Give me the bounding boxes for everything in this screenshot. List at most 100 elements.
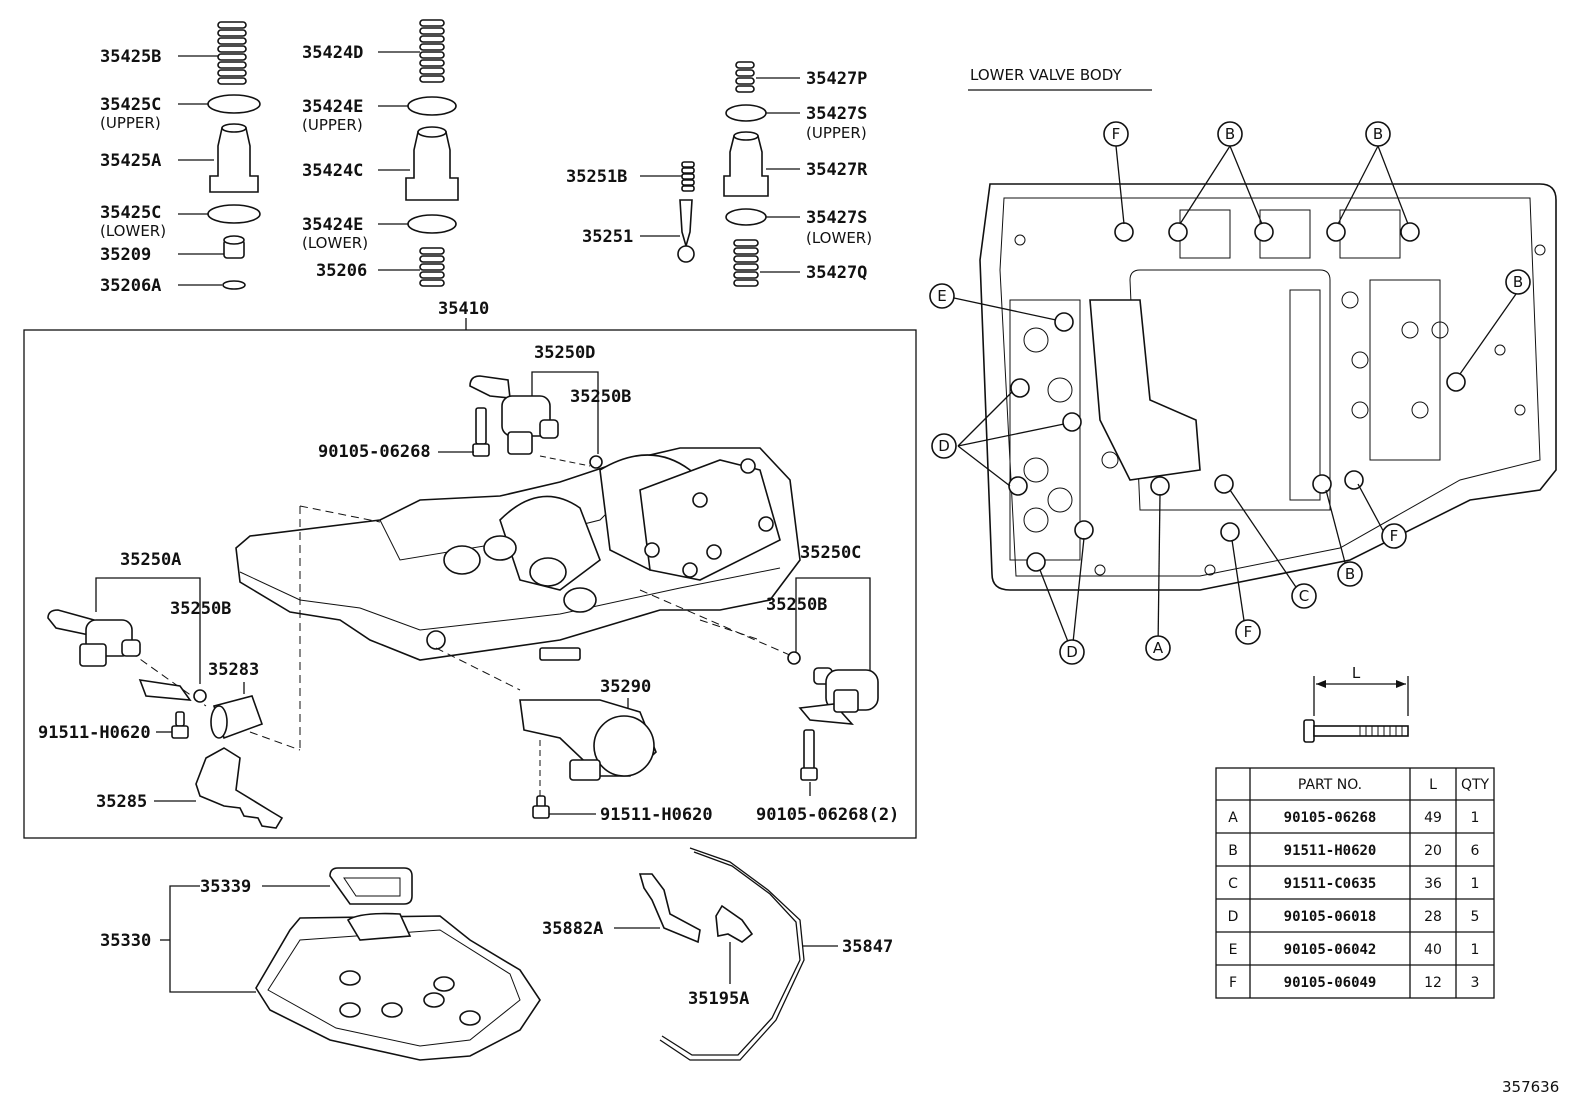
bolt-91511-H0620-b (532, 795, 550, 819)
svg-text:F: F (1112, 125, 1121, 143)
table-row: A 90105-06268 49 1 (1228, 810, 1479, 826)
bolt-table: PART NO. L QTY A 90105-06268 49 1 B 9151… (1215, 767, 1495, 999)
bracket-35285 (195, 747, 284, 829)
label-35339: 35339 (200, 877, 251, 897)
spring-35425B (217, 21, 247, 85)
table-row: C 91511-C0635 36 1 (1228, 876, 1479, 892)
label-35250B-a: 35250B (570, 387, 631, 407)
o-ring-35250B-a (589, 455, 603, 469)
sleeve-35424C (405, 126, 459, 201)
label-35427S-lower-sub: (LOWER) (806, 229, 872, 247)
label-91511-H0620-a: 91511-H0620 (38, 723, 151, 743)
svg-text:1: 1 (1471, 942, 1480, 958)
svg-text:F: F (1229, 975, 1237, 991)
svg-text:90105-06268: 90105-06268 (1284, 810, 1377, 826)
table-header-part-no: PART NO. (1298, 777, 1362, 793)
callout-B-2: B (1365, 121, 1391, 147)
sleeve-35427R (723, 131, 769, 197)
label-35425A: 35425A (100, 151, 161, 171)
svg-text:91511-C0635: 91511-C0635 (1284, 876, 1377, 892)
callout-B-4: B (1337, 561, 1363, 587)
label-91511-H0620-b: 91511-H0620 (600, 805, 713, 825)
o-ring-35424E-upper (407, 96, 457, 116)
label-35206: 35206 (316, 261, 367, 281)
label-35425C-lower-sub: (LOWER) (100, 222, 166, 240)
svg-text:B: B (1373, 125, 1383, 143)
svg-text:D: D (938, 437, 950, 455)
label-35847: 35847 (842, 937, 893, 957)
oil-strainer-35330 (255, 912, 541, 1061)
spring-35427Q (733, 239, 759, 287)
dimension-L-label: L (1352, 664, 1361, 682)
upper-valve-body (235, 447, 801, 661)
solenoid-35290 (519, 699, 657, 781)
callout-E: E (929, 283, 955, 309)
bolt-length-legend: L (1303, 664, 1409, 743)
spring-35427P (735, 61, 755, 93)
svg-text:28: 28 (1424, 909, 1442, 925)
o-ring-35427S-upper (725, 104, 767, 122)
label-35285: 35285 (96, 792, 147, 812)
label-35410: 35410 (438, 299, 489, 319)
spring-35424D (419, 19, 445, 83)
svg-text:B: B (1228, 843, 1238, 859)
svg-text:6: 6 (1471, 843, 1480, 859)
table-row: E 90105-06042 40 1 (1229, 942, 1480, 958)
label-35427S-lower: 35427S (806, 208, 867, 228)
callout-D-1: D (931, 433, 957, 459)
label-35427S-upper-sub: (UPPER) (806, 124, 867, 142)
label-35427P: 35427P (806, 69, 867, 89)
table-row: B 91511-H0620 20 6 (1228, 843, 1479, 859)
o-ring-35250B-b (193, 689, 207, 703)
label-35425C-lower: 35425C (100, 203, 161, 223)
bolt-90105-06268-b (800, 729, 818, 781)
spring-35206 (419, 247, 445, 287)
tube-35847 (659, 847, 805, 1061)
label-35209: 35209 (100, 245, 151, 265)
svg-text:40: 40 (1424, 942, 1442, 958)
svg-text:B: B (1225, 125, 1235, 143)
clamp-35195A (715, 904, 754, 943)
label-35250D: 35250D (534, 343, 595, 363)
svg-text:1: 1 (1471, 876, 1480, 892)
collar-35283 (210, 695, 264, 740)
callout-B-3: B (1505, 269, 1531, 295)
solenoid-35250A (47, 609, 192, 701)
label-35425B: 35425B (100, 47, 161, 67)
label-35250B-b: 35250B (170, 599, 231, 619)
label-35424E-upper: 35424E (302, 97, 363, 117)
solenoid-35250C (798, 667, 879, 725)
spring-35251B (681, 161, 695, 192)
label-35290: 35290 (600, 677, 651, 697)
ring-35206A (222, 280, 246, 290)
label-35250C: 35250C (800, 543, 861, 563)
svg-text:1: 1 (1471, 810, 1480, 826)
label-35427Q: 35427Q (806, 263, 867, 283)
table-header-l: L (1429, 777, 1437, 793)
svg-text:12: 12 (1424, 975, 1442, 991)
svg-text:D: D (1228, 909, 1239, 925)
lower-valve-body (979, 183, 1557, 591)
label-35195A: 35195A (688, 989, 749, 1009)
label-35427R: 35427R (806, 160, 868, 180)
figure-number: 357636 (1502, 1078, 1559, 1096)
svg-text:20: 20 (1424, 843, 1442, 859)
label-35251B: 35251B (566, 167, 627, 187)
svg-text:C: C (1299, 587, 1309, 605)
label-35427S-upper: 35427S (806, 104, 867, 124)
label-35425C-upper-sub: (UPPER) (100, 114, 161, 132)
bolt-90105-06268-a (472, 407, 490, 457)
label-90105-06268-a: 90105-06268 (318, 442, 431, 462)
svg-text:D: D (1066, 643, 1078, 661)
callout-C: C (1291, 583, 1317, 609)
label-35424D: 35424D (302, 43, 363, 63)
label-35425C-upper: 35425C (100, 95, 161, 115)
label-35424C: 35424C (302, 161, 363, 181)
table-row: D 90105-06018 28 5 (1228, 909, 1480, 925)
label-35330: 35330 (100, 931, 151, 951)
svg-text:B: B (1513, 273, 1523, 291)
svg-text:90105-06042: 90105-06042 (1284, 942, 1377, 958)
assembly-35410-box (23, 329, 917, 839)
